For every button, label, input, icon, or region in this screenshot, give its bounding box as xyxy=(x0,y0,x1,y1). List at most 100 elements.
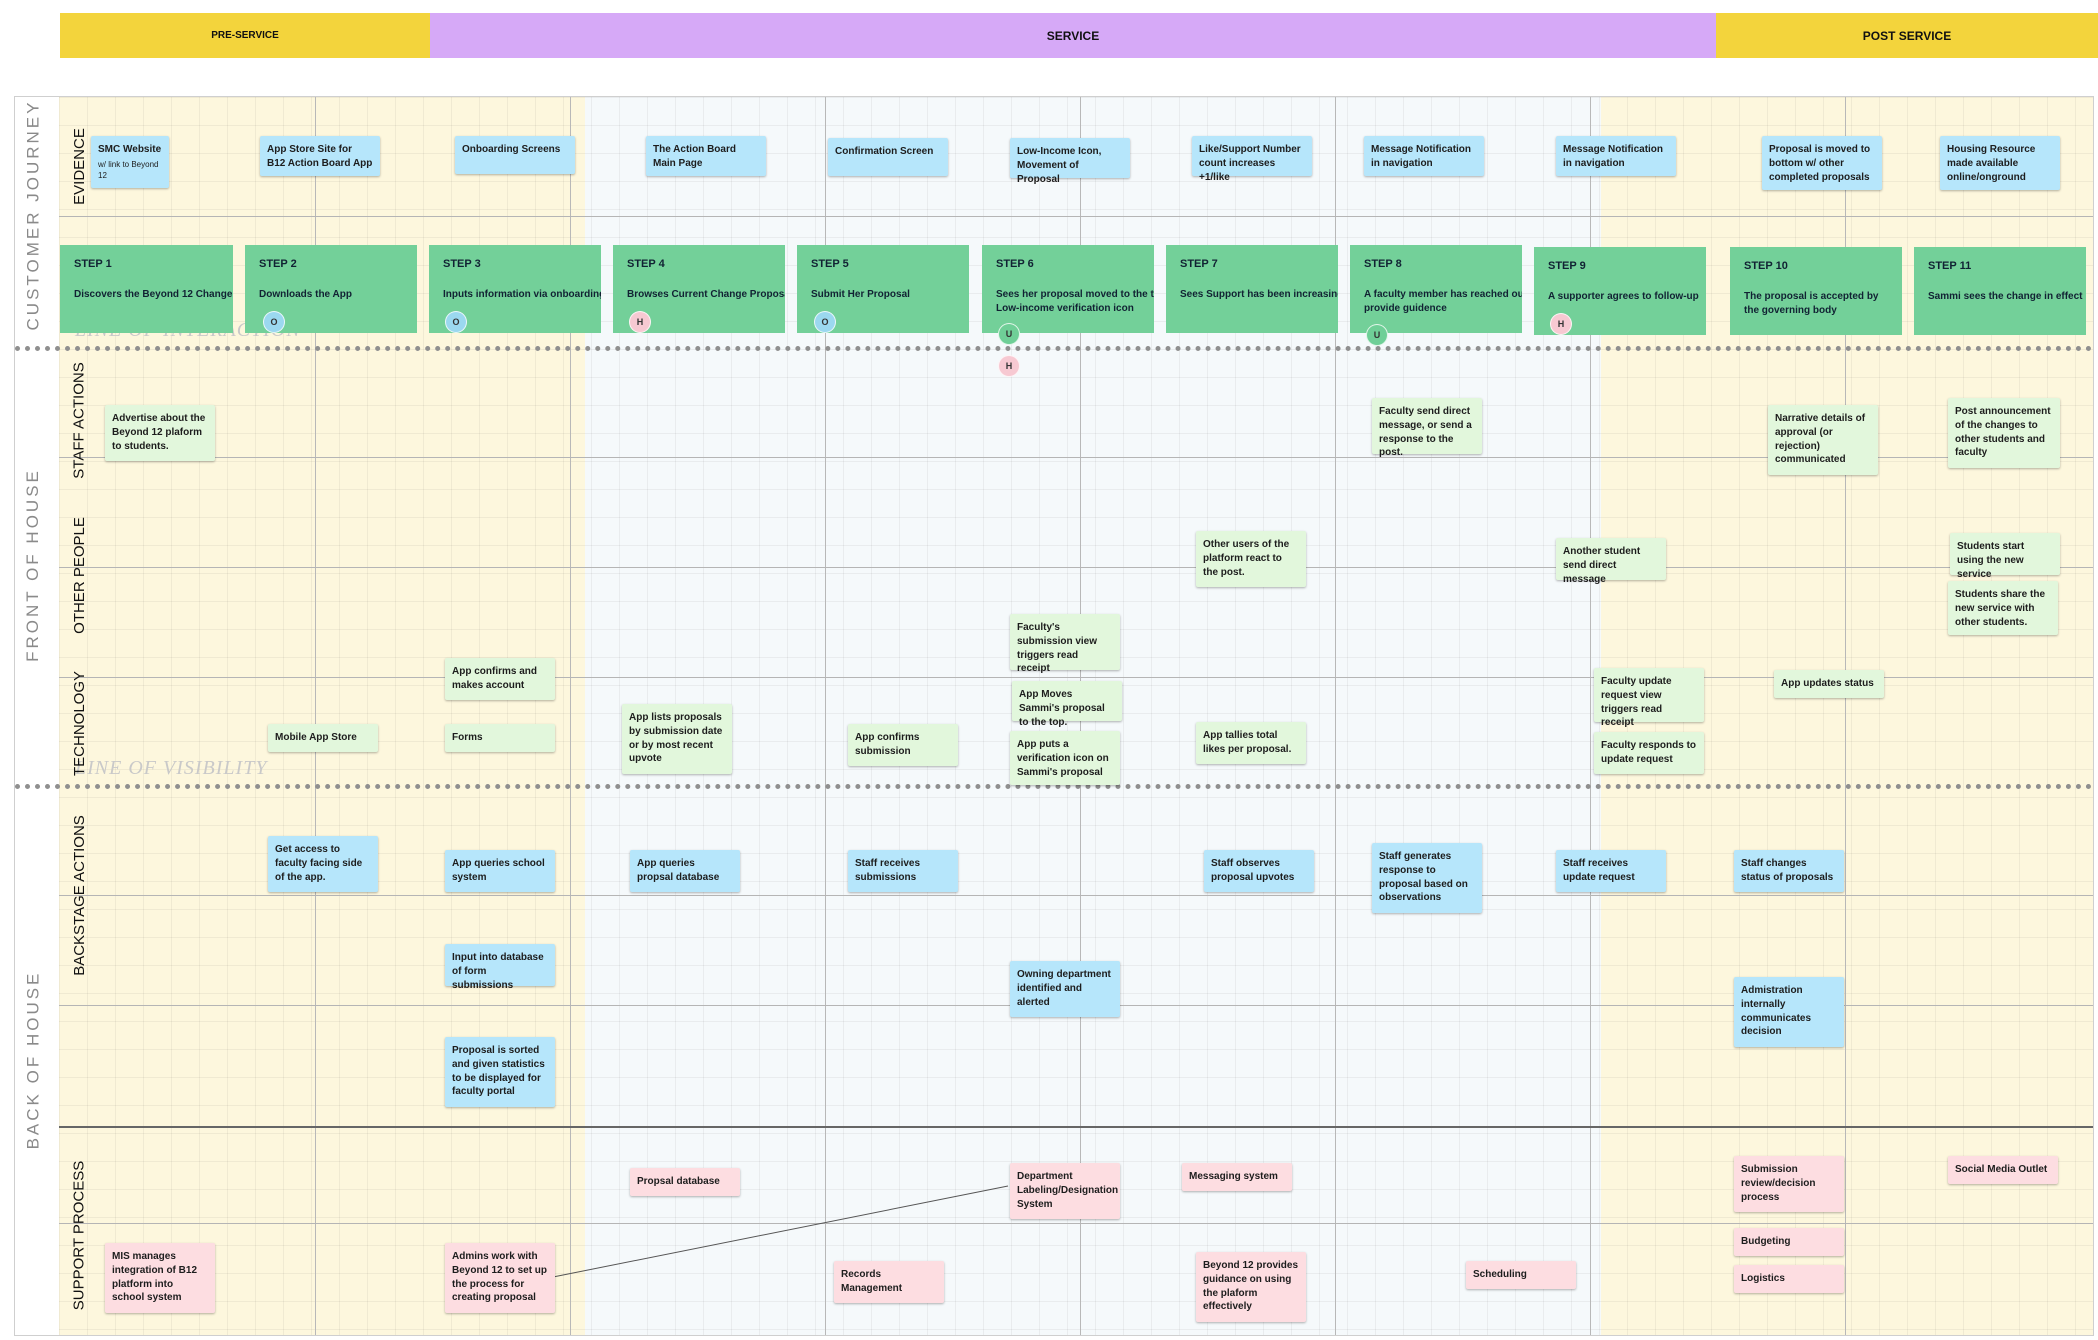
backstage-note: Staff observes proposal upvotes xyxy=(1204,850,1314,892)
support-note: Propsal database xyxy=(630,1168,740,1196)
phase-post-service: POST SERVICE xyxy=(1716,13,2098,58)
technology-note: Forms xyxy=(445,724,555,752)
backstage-note: Staff receives update request xyxy=(1556,850,1666,892)
emotion-marker: O xyxy=(445,311,467,333)
lane-divider xyxy=(59,895,2093,896)
phase-label: PRE-SERVICE xyxy=(211,30,279,41)
lane-divider xyxy=(59,457,2093,458)
lane-support-process: SUPPORT PROCESS xyxy=(70,1160,88,1310)
support-note: Social Media Outlet xyxy=(1948,1156,2058,1184)
lane-other-people: OTHER PEOPLE xyxy=(70,516,88,634)
phase-pre-service: PRE-SERVICE xyxy=(60,13,430,58)
backstage-note: Get access to faculty facing side of the… xyxy=(268,836,378,892)
support-note: Department Labeling/Designation System xyxy=(1010,1163,1120,1219)
staff-action-note: Faculty send direct message, or send a r… xyxy=(1372,398,1482,458)
lane-backstage-actions: BACKSTAGE ACTIONS xyxy=(70,814,88,976)
emotion-marker: U xyxy=(998,323,1020,345)
other-people-note: Other users of the platform react to the… xyxy=(1196,531,1306,587)
staff-action-note: Post announcement of the changes to othe… xyxy=(1948,398,2060,468)
backstage-note: App queries propsal database xyxy=(630,850,740,892)
column-divider xyxy=(570,97,571,1335)
technology-note: App confirms submission xyxy=(848,724,958,766)
lane-divider xyxy=(59,216,2093,217)
staff-action-note: Advertise about the Beyond 12 plaform to… xyxy=(105,405,215,461)
group-customer-journey: CUSTOMER JOURNEY xyxy=(23,99,42,331)
support-note: Logistics xyxy=(1734,1265,1844,1293)
other-people-note: Students share the new service with othe… xyxy=(1948,581,2058,635)
technology-note: Faculty update request view triggers rea… xyxy=(1594,668,1704,728)
emotion-marker: U xyxy=(1366,324,1388,346)
back-of-house-divider xyxy=(59,1126,2093,1128)
column-divider xyxy=(1590,97,1591,1335)
evidence-note: Message Notification in navigation xyxy=(1364,136,1484,176)
support-note: Scheduling xyxy=(1466,1261,1576,1289)
support-note: Admins work with Beyond 12 to set up the… xyxy=(445,1243,555,1313)
evidence-note: Onboarding Screens xyxy=(455,136,575,174)
lane-divider xyxy=(59,677,2093,678)
technology-note: App confirms and makes account xyxy=(445,658,555,700)
backstage-note: Input into database of form submissions xyxy=(445,944,555,991)
backstage-note: Admistration internally communicates dec… xyxy=(1734,977,1844,1047)
backstage-note: Proposal is sorted and given statistics … xyxy=(445,1037,555,1107)
other-people-note: Students start using the new service xyxy=(1950,533,2060,580)
line-of-visibility xyxy=(15,784,2093,789)
evidence-note: Like/Support Number count increases +1/l… xyxy=(1192,136,1312,183)
backstage-note: Staff receives submissions xyxy=(848,850,958,892)
column-divider xyxy=(315,97,316,1335)
support-note: Beyond 12 provides guidance on using the… xyxy=(1196,1252,1306,1322)
lane-staff-actions: STAFF ACTIONS xyxy=(70,361,88,479)
support-note: Submission review/decision process xyxy=(1734,1156,1844,1212)
emotion-marker: H xyxy=(1550,313,1572,335)
phase-label: POST SERVICE xyxy=(1862,28,1952,43)
technology-note: App Moves Sammi's proposal to the top. xyxy=(1012,681,1122,728)
phase-service: SERVICE xyxy=(430,13,1716,58)
technology-note: App tallies total likes per proposal. xyxy=(1196,722,1306,764)
support-note: Budgeting xyxy=(1734,1228,1844,1256)
technology-note: Faculty responds to update request xyxy=(1594,732,1704,774)
technology-note: App puts a verification icon on Sammi's … xyxy=(1010,731,1120,785)
emotion-marker: O xyxy=(814,311,836,333)
group-front-of-house: FRONT OF HOUSE xyxy=(23,468,42,662)
evidence-note: App Store Site for B12 Action Board App xyxy=(260,136,380,176)
emotion-marker: O xyxy=(263,311,285,333)
backstage-note: App queries school system xyxy=(445,850,555,892)
lane-evidence: EVIDENCE xyxy=(70,127,88,205)
lane-divider xyxy=(59,567,2093,568)
staff-action-note: Narrative details of approval (or reject… xyxy=(1768,405,1878,475)
technology-note: Mobile App Store xyxy=(268,724,378,752)
support-note: Records Management xyxy=(834,1261,944,1303)
group-back-of-house: BACK OF HOUSE xyxy=(23,970,42,1150)
line-of-interaction xyxy=(15,346,2093,351)
other-people-note: Another student send direct message xyxy=(1556,538,1666,585)
emotion-marker: H xyxy=(629,311,651,333)
column-divider xyxy=(1335,97,1336,1335)
emotion-marker: H xyxy=(998,355,1020,377)
evidence-note: Low-Income Icon, Movement of Proposal xyxy=(1010,138,1130,185)
column-divider xyxy=(825,97,826,1335)
support-note: MIS manages integration of B12 platform … xyxy=(105,1243,215,1313)
line-of-visibility-label: LINE OF VISIBILITY xyxy=(75,757,268,779)
backstage-note: Staff changes status of proposals xyxy=(1734,850,1844,892)
evidence-note: Message Notification in navigation xyxy=(1556,136,1676,176)
evidence-note: The Action Board Main Page xyxy=(646,136,766,176)
lane-technology: TECHNOLOGY xyxy=(70,670,88,776)
evidence-note: Confirmation Screen xyxy=(828,138,948,176)
backstage-note: Staff generates response to proposal bas… xyxy=(1372,843,1482,913)
column-divider xyxy=(1845,97,1846,1335)
technology-note: Faculty's submission view triggers read … xyxy=(1010,614,1120,674)
evidence-note: Housing Resource made available online/o… xyxy=(1940,136,2060,190)
technology-note: App updates status xyxy=(1774,670,1884,698)
backstage-note: Owning department identified and alerted xyxy=(1010,961,1120,1017)
technology-note: App lists proposals by submission date o… xyxy=(622,704,732,774)
support-note: Messaging system xyxy=(1182,1163,1292,1191)
evidence-note: Proposal is moved to bottom w/ other com… xyxy=(1762,136,1882,190)
phase-label: SERVICE xyxy=(1046,28,1100,43)
lane-divider xyxy=(59,1223,2093,1224)
